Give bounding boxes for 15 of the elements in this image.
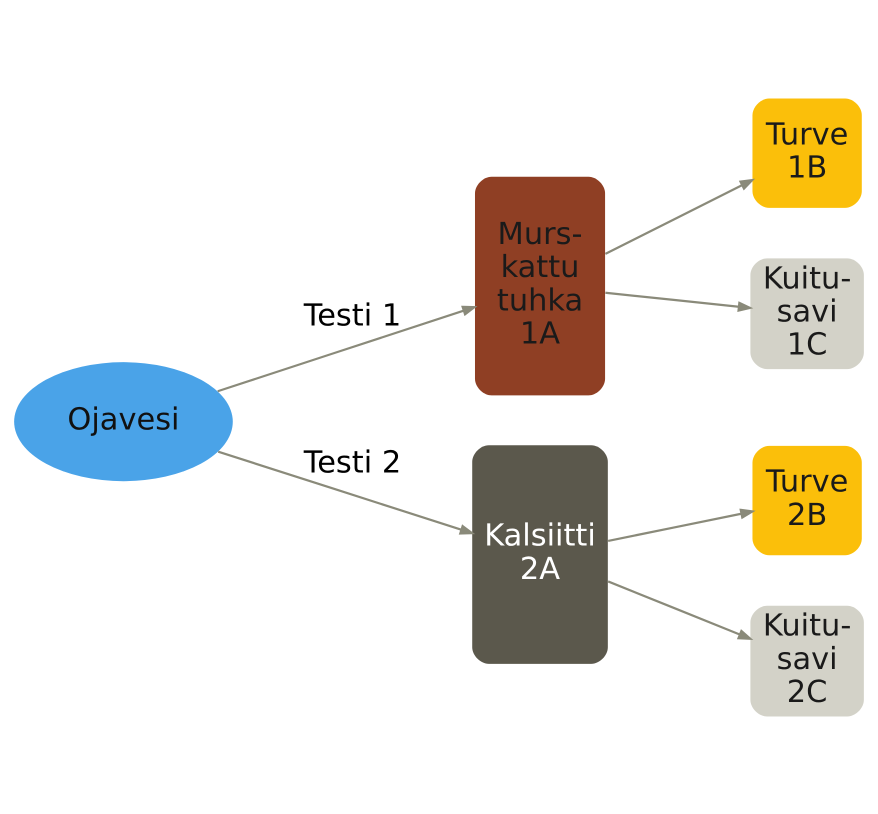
node-box: Kalsiitti 2A	[472, 444, 608, 664]
node-box: Turve 2B	[752, 445, 862, 555]
edge-label: Testi 2	[304, 444, 402, 480]
arrow	[217, 305, 478, 392]
node-box: Turve 1B	[752, 98, 862, 208]
arrow	[608, 508, 756, 542]
node-box: Murs- kattu tuhka 1A	[474, 176, 606, 395]
node-box: Kuitu- savi 1C	[750, 258, 864, 369]
arrow	[218, 450, 476, 534]
arrow	[605, 291, 754, 312]
arrow	[608, 580, 754, 640]
arrow	[604, 178, 756, 254]
node-ellipse: Ojavesi	[14, 362, 233, 481]
edge-label: Testi 1	[304, 298, 402, 334]
node-box: Kuitu- savi 2C	[750, 605, 864, 716]
